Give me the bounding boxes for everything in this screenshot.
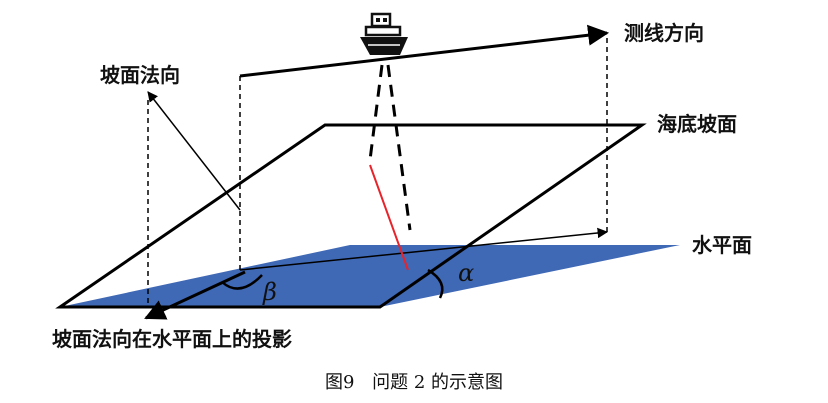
alpha-label: α	[458, 259, 474, 287]
survey-direction-arrow	[239, 24, 610, 78]
slope-normal-arrow	[147, 91, 241, 211]
figure-number: 图9	[324, 372, 355, 393]
normal-projection-arrow	[144, 270, 246, 320]
figure-caption: 图9 问题 2 的示意图	[0, 368, 828, 394]
projection-label: 坡面法向在水平面上的投影	[52, 327, 292, 351]
beam-red-ray	[369, 164, 409, 271]
seabed-slope-label: 海底坡面	[657, 112, 737, 136]
beam-dashed-left	[368, 64, 384, 161]
survey-direction-label: 测线方向	[624, 21, 704, 45]
seabed-slope	[55, 123, 647, 309]
slope-normal-label: 坡面法向	[100, 63, 180, 87]
horizontal-plane-label: 水平面	[692, 233, 752, 257]
beta-arc	[221, 274, 263, 290]
figure-caption-text: 问题 2 的示意图	[372, 372, 504, 393]
beta-label: β	[262, 278, 277, 306]
horizontal-plane	[60, 245, 680, 307]
projected-survey-line	[239, 227, 609, 271]
beam-dashed-right	[386, 64, 412, 231]
alpha-arc	[427, 268, 444, 299]
ship-icon	[360, 12, 408, 55]
